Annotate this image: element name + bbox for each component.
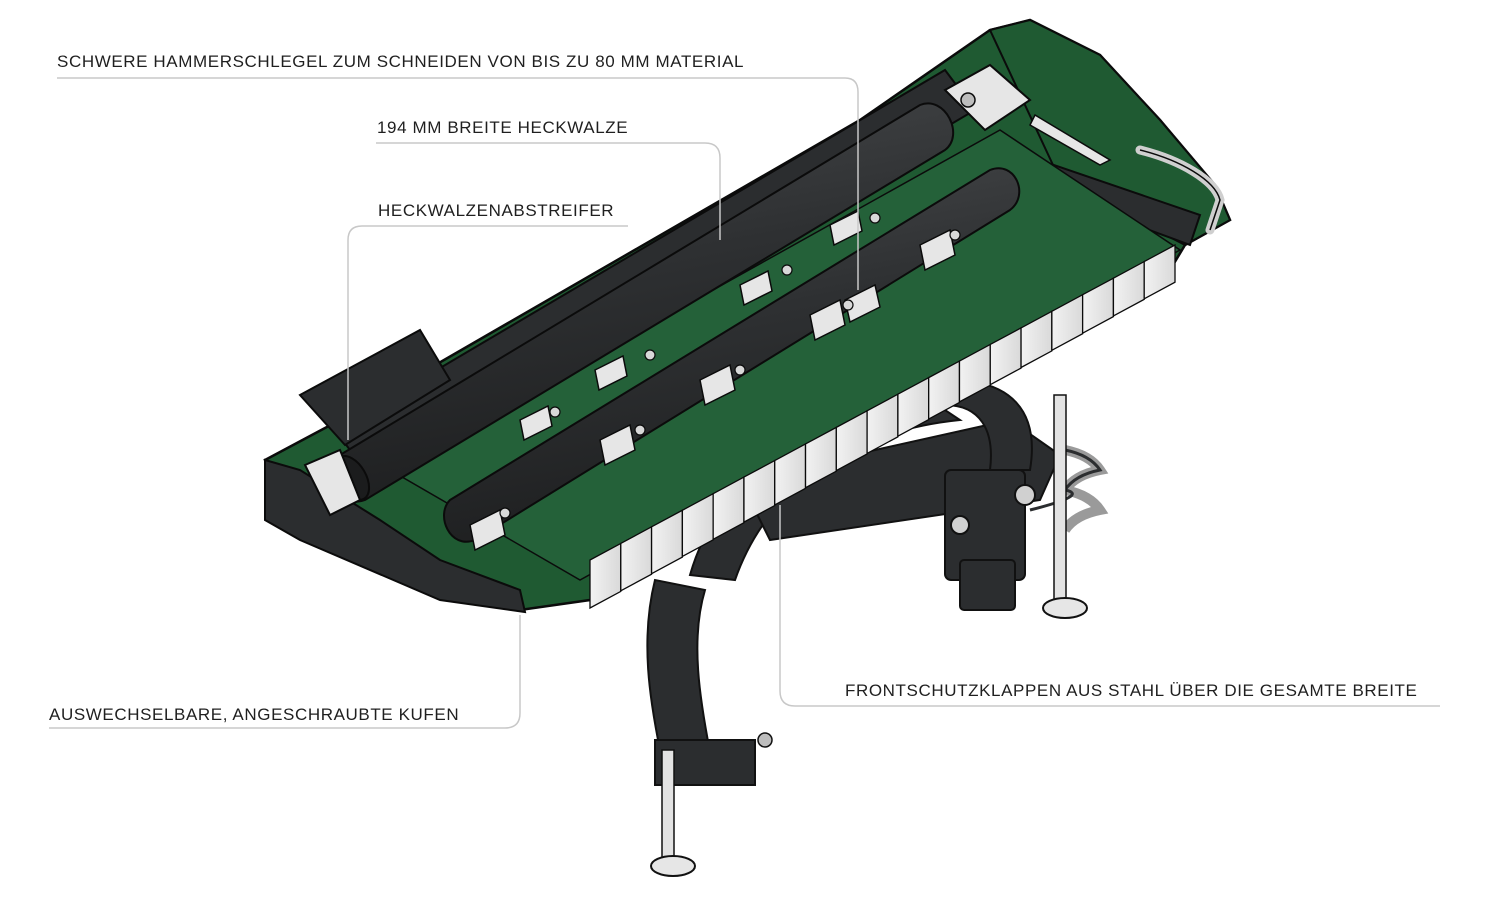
gearbox-lower <box>959 559 1016 611</box>
flail-rotor <box>443 167 1021 552</box>
callout-front-flaps: FRONTSCHUTZKLAPPEN AUS STAHL ÜBER DIE GE… <box>845 681 1418 700</box>
callout-line-rear-roller <box>376 142 721 240</box>
callout-roller-scraper: HECKWALZENABSTREIFER <box>378 201 615 220</box>
leg-rod-right <box>1053 394 1067 601</box>
roller-bearing-bracket <box>303 63 1112 517</box>
callout-line-front-flaps <box>779 505 1440 707</box>
left-bearing-bracket <box>303 448 362 517</box>
callout-line-roller-scraper <box>347 225 628 440</box>
rotor-body <box>443 167 1021 543</box>
leg-rod-left <box>661 749 675 859</box>
front-steel-flaps <box>589 243 1176 610</box>
callout-line-hammer-flails <box>57 77 859 290</box>
callout-skids: AUSWECHSELBARE, ANGESCHRAUBTE KUFEN <box>49 705 460 724</box>
callout-hammer-flails: SCHWERE HAMMERSCHLEGEL ZUM SCHNEIDEN VON… <box>57 52 745 71</box>
roller-scraper-bar <box>1029 113 1112 166</box>
callout-rear-roller: 194 MM BREITE HECKWALZE <box>377 118 629 137</box>
hitch-beam <box>738 418 1062 542</box>
foot-plate-left <box>650 855 696 877</box>
left-gearbox <box>298 328 452 447</box>
hammer-flails <box>469 209 956 552</box>
foot-plate-right <box>1042 597 1088 619</box>
steel-flap <box>1143 243 1176 300</box>
support-legs <box>650 394 1088 877</box>
support-arm <box>943 378 1033 471</box>
a-frame-arm <box>646 578 712 754</box>
callout-lines <box>49 77 1440 729</box>
flail-bolts <box>499 212 961 519</box>
callout-line-skids <box>49 615 521 729</box>
